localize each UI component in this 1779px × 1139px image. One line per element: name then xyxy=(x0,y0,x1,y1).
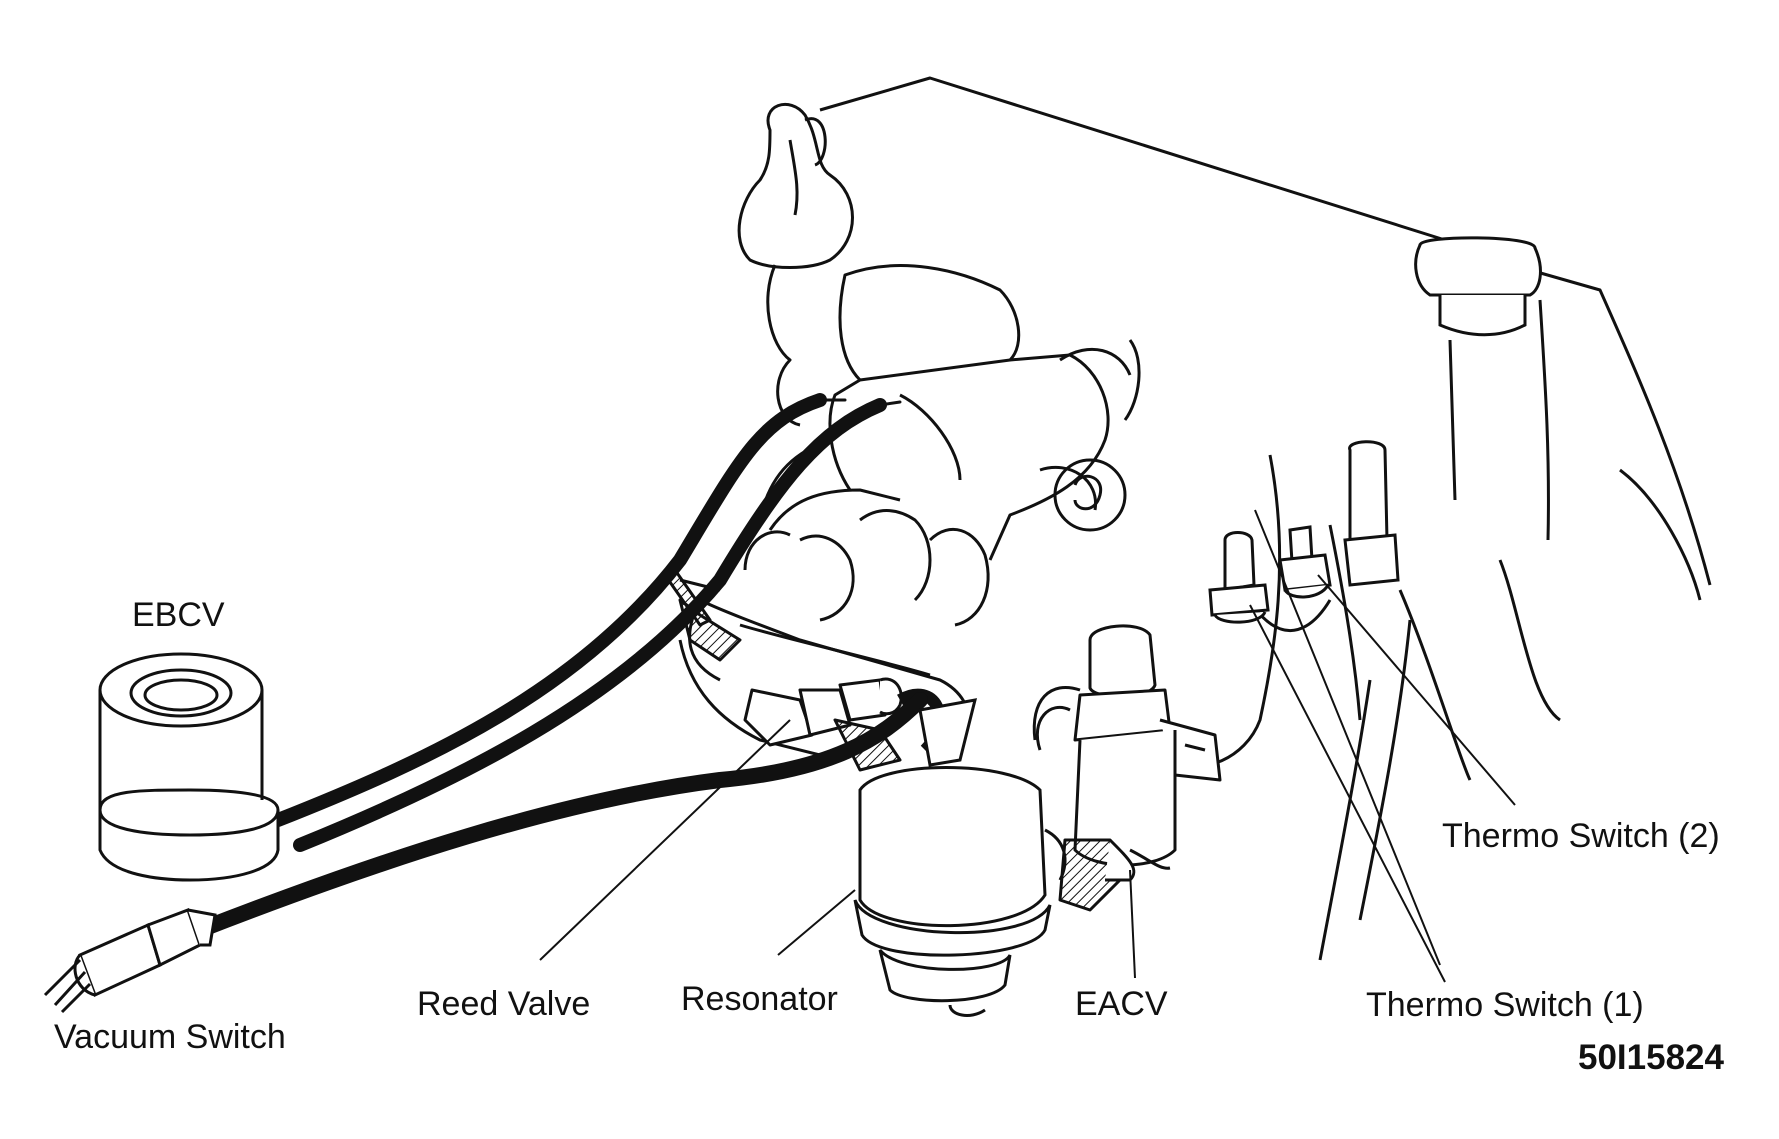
resonator-leader xyxy=(777,889,856,956)
thermo-switch-1-leader-b xyxy=(1254,509,1441,966)
filler-cap xyxy=(1414,236,1542,337)
ebcv-canister xyxy=(98,652,280,882)
resonator-label: Resonator xyxy=(681,980,838,1018)
thermo-switch-2-leader xyxy=(1317,574,1516,806)
distributor-cap xyxy=(737,102,854,269)
carburetor-body xyxy=(743,264,1141,627)
resonator xyxy=(853,698,1067,1017)
thermo-switch-1-leader xyxy=(1249,604,1446,983)
reed-valve-leader xyxy=(539,719,791,961)
eacv-leader xyxy=(1129,869,1136,979)
eacv-valve xyxy=(1032,624,1222,912)
figure-code: 50I15824 xyxy=(1578,1038,1724,1077)
vacuum-switch-label: Vacuum Switch xyxy=(54,1018,286,1056)
thermo-switch-1-label: Thermo Switch (1) xyxy=(1366,986,1644,1024)
leader-lines xyxy=(539,509,1516,983)
ebcv-label: EBCV xyxy=(132,596,225,634)
vacuum-switch-connector xyxy=(43,908,217,1014)
eacv-label: EACV xyxy=(1075,985,1168,1023)
thermo-switches xyxy=(1208,440,1400,624)
reed-valve-label: Reed Valve xyxy=(417,985,591,1023)
vacuum-hoses xyxy=(192,393,928,938)
thermo-switch-2-label: Thermo Switch (2) xyxy=(1442,817,1720,855)
